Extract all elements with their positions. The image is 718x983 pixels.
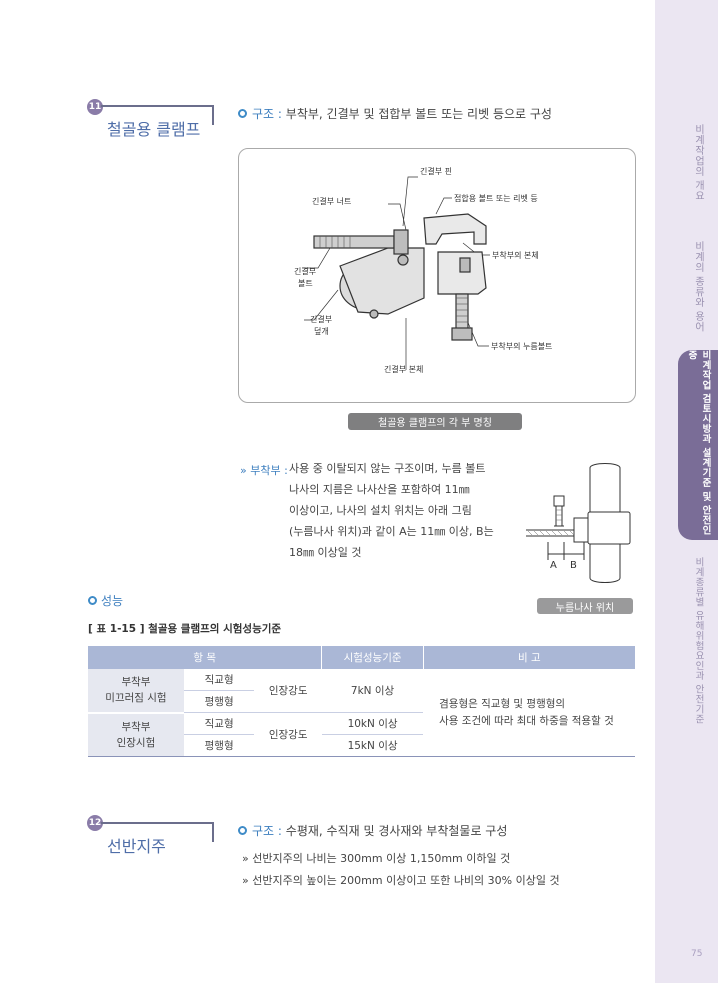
section-11-title: 철골용 클램프 <box>107 120 201 139</box>
label-cover-2: 덮개 <box>314 326 329 336</box>
structure-label: 구조 : <box>252 107 282 121</box>
side-tab-2[interactable]: 비계의 종류와 용어 <box>678 232 718 342</box>
side-tab-1[interactable]: 비계작업의 개요 <box>678 100 718 225</box>
cell-note-1: 겸용형은 직교형 및 평행형의 <box>439 697 566 710</box>
cell-type-4: 평행형 <box>183 734 255 757</box>
detail-label-b: B <box>570 560 577 571</box>
section-12-item-2: » 선반지주의 높이는 200mm 이상이고 또한 나비의 30% 이상일 것 <box>242 874 560 887</box>
clamp-diagram: 긴결부 핀 긴결부 너트 접합용 볼트 또는 리벳 등 부착부의 본체 긴결부 … <box>294 166 552 374</box>
section-12-badge: 12 <box>87 815 103 831</box>
structure-12-label: 구조 : <box>252 824 282 838</box>
label-pin: 긴결부 핀 <box>420 166 452 176</box>
detail-label-a: A <box>550 560 557 571</box>
side-tab-3-label: 비계작업 검토시방과 설계기준 및 안전인증 <box>686 350 711 536</box>
attach-line-5: 18㎜ 이상일 것 <box>289 546 362 559</box>
attach-line-4: (누름나사 위치)과 같이 A는 11㎜ 이상, B는 <box>289 525 494 538</box>
cell-group-2-a: 부착부 <box>121 720 151 733</box>
attach-line-2: 나사의 지름은 나사산을 포함하여 11㎜ <box>289 483 470 496</box>
cell-value-3: 15kN 이상 <box>321 734 424 757</box>
section-12-rule-end <box>212 822 214 842</box>
label-nut: 긴결부 너트 <box>312 196 351 206</box>
press-screw-detail: A B <box>526 463 631 583</box>
section-12-rule <box>101 822 213 824</box>
cell-group-1-a: 부착부 <box>121 676 151 689</box>
table-header-row: 항 목 시험성능기준 비 고 <box>88 646 635 669</box>
structure-12-text: 수평재, 수직재 및 경사재와 부착철물로 구성 <box>285 824 508 838</box>
label-press-bolt: 부착부의 누름볼트 <box>491 341 552 351</box>
label-joint-bolt: 접합용 볼트 또는 리벳 등 <box>454 193 538 203</box>
header-item: 항 목 <box>88 646 322 669</box>
label-clamp-body: 긴결부 본체 <box>384 364 423 374</box>
label-bolt-2: 볼트 <box>298 278 313 288</box>
attach-line-1: 사용 중 이탈되지 않는 구조이며, 누름 볼트 <box>289 462 486 475</box>
cell-strength-2: 인장강도 <box>254 712 322 757</box>
section-11-rule-end <box>212 105 214 125</box>
figure-caption: 철골용 클램프의 각 부 명칭 <box>348 413 522 430</box>
cell-group-2-b: 인장시험 <box>116 736 156 749</box>
attach-label-text: » 부착부 : <box>240 464 288 477</box>
performance-table: 항 목 시험성능기준 비 고 부착부 미끄러짐 시험 직교형 인장강도 7kN … <box>88 646 635 757</box>
structure-text: 부착부, 긴결부 및 접합부 볼트 또는 리벳 등으로 구성 <box>285 107 552 121</box>
attach-description: 사용 중 이탈되지 않는 구조이며, 누름 볼트 나사의 지름은 나사산을 포함… <box>289 458 514 563</box>
header-standard: 시험성능기준 <box>321 646 424 669</box>
structure-bullet-icon <box>238 109 247 118</box>
side-tab-3[interactable]: 비계작업 검토시방과 설계기준 및 안전인증 <box>678 350 718 540</box>
cell-group-1: 부착부 미끄러짐 시험 <box>88 669 184 714</box>
cell-type-1: 직교형 <box>183 669 255 691</box>
table-row: 평행형 <box>88 690 635 713</box>
table-row: 평행형 15kN 이상 <box>88 734 635 757</box>
performance-heading: 성능 <box>101 594 124 608</box>
section-11-badge: 11 <box>87 99 103 115</box>
label-cover-1: 긴결부 <box>310 314 332 324</box>
table-row: 부착부 미끄러짐 시험 직교형 인장강도 7kN 이상 겸용형은 직교형 및 평… <box>88 669 635 757</box>
attach-label: » 부착부 : <box>240 462 288 478</box>
structure-12-bullet-icon <box>238 826 247 835</box>
section-11-rule <box>101 105 213 107</box>
page-number: 75 <box>691 949 703 959</box>
section-12-title: 선반지주 <box>107 837 166 856</box>
side-tab-4-label: 비계종류별 유해위험요인과 안전기준 <box>693 556 704 725</box>
table-caption: [ 표 1-15 ] 철골용 클램프의 시험성능기준 <box>88 623 282 635</box>
cell-note-2: 사용 조건에 따라 최대 하중을 적용할 것 <box>439 714 614 727</box>
cell-group-2: 부착부 인장시험 <box>88 712 184 757</box>
side-tab-4[interactable]: 비계종류별 유해위험요인과 안전기준 <box>678 548 718 733</box>
table-row: 부착부 인장시험 직교형 인장강도 10kN 이상 <box>88 712 635 757</box>
cell-type-3: 직교형 <box>183 712 255 735</box>
cell-type-2: 평행형 <box>183 690 255 713</box>
performance-bullet-icon <box>88 596 97 605</box>
cell-value-2: 10kN 이상 <box>321 712 424 735</box>
side-tab-2-label: 비계의 종류와 용어 <box>692 241 704 333</box>
cell-value-1: 7kN 이상 <box>321 669 424 713</box>
cell-group-1-b: 미끄러짐 시험 <box>105 692 167 705</box>
section-12-structure: 구조 : 수평재, 수직재 및 경사재와 부착철물로 구성 <box>252 822 507 839</box>
cell-strength-1: 인장강도 <box>254 669 322 713</box>
clamp-figure-frame <box>238 148 636 403</box>
section-11-structure: 구조 : 부착부, 긴결부 및 접합부 볼트 또는 리벳 등으로 구성 <box>252 105 552 122</box>
cell-note: 겸용형은 직교형 및 평행형의 사용 조건에 따라 최대 하중을 적용할 것 <box>423 669 635 757</box>
header-note: 비 고 <box>422 646 635 669</box>
side-tab-1-label: 비계작업의 개요 <box>692 123 704 202</box>
label-bolt-1: 긴결부 <box>294 266 316 276</box>
attach-line-3: 이상이고, 나사의 설치 위치는 아래 그림 <box>289 504 472 517</box>
detail-caption: 누름나사 위치 <box>537 598 633 614</box>
label-attach-body: 부착부의 본체 <box>492 250 539 260</box>
section-12-item-1: » 선반지주의 나비는 300mm 이상 1,150mm 이하일 것 <box>242 852 511 865</box>
